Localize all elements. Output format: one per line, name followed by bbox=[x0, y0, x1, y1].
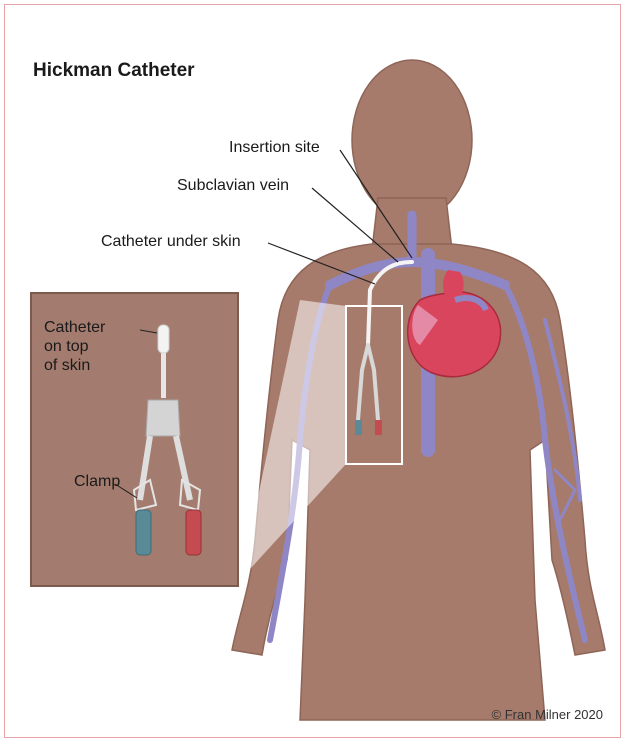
label-catheter-on-top-line1: Catheter bbox=[44, 318, 105, 337]
label-catheter-under-skin: Catheter under skin bbox=[101, 232, 241, 251]
copyright-credit: © Fran Milner 2020 bbox=[492, 707, 603, 722]
label-insertion-site: Insertion site bbox=[229, 138, 320, 157]
diagram-title: Hickman Catheter bbox=[33, 60, 195, 82]
label-clamp: Clamp bbox=[74, 472, 120, 491]
label-subclavian-vein: Subclavian vein bbox=[177, 176, 289, 195]
label-catheter-on-top-line2: on top bbox=[44, 337, 88, 356]
label-catheter-on-top-line3: of skin bbox=[44, 356, 90, 375]
